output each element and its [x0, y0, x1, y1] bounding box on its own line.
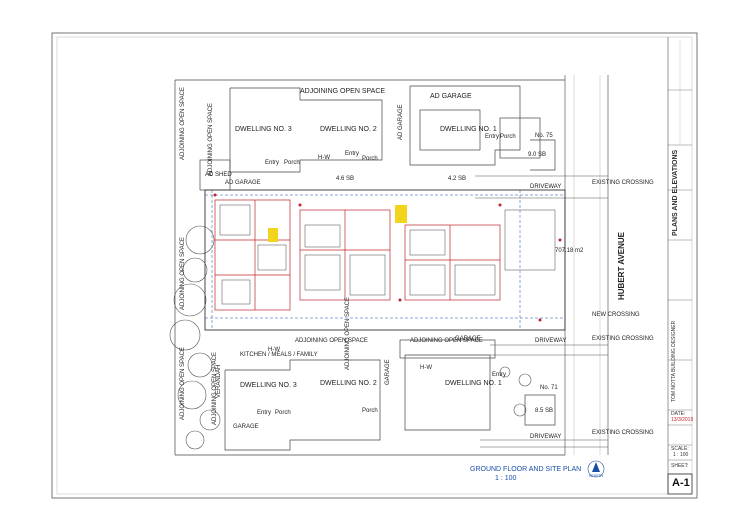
label-verandah: VERANDAH [216, 364, 222, 398]
proposed-dwelling-2 [299, 209, 391, 301]
label-garage-bottom: GARAGE [233, 424, 259, 430]
plan-scale: 1 : 100 [495, 475, 517, 482]
label-sb-4: 8.5 SB [535, 408, 554, 414]
label-garage-vert: GARAGE [385, 359, 391, 385]
site-boundary [204, 189, 566, 331]
label-existing-crossing-top: EXISTING CROSSING [592, 180, 654, 186]
label-sb-1: 4.6 SB [336, 176, 355, 182]
sheet-border [51, 32, 698, 499]
label-ad-shed: AD SHED [205, 172, 232, 178]
north-arrow-icon [587, 460, 605, 478]
scale-label: SCALE: [671, 446, 689, 452]
label-porch-top-2: Porch [284, 160, 300, 166]
label-dwelling-1-bottom: DWELLING NO. 1 [445, 380, 502, 387]
sheet-title: PLANS AND ELEVATIONS [672, 149, 679, 236]
north-label: NORTH [589, 473, 604, 478]
label-dwelling-3-top: DWELLING NO. 3 [235, 126, 292, 133]
label-sb-2: 4.2 SB [448, 176, 467, 182]
level-markers [213, 193, 562, 322]
label-driveway-top: DRIVEWAY [530, 184, 562, 190]
label-open-space-mid-2: ADJOINING OPEN SPACE [410, 338, 483, 344]
scale-value: 1 : 100 [673, 452, 689, 458]
label-ad-garage-left: AD GARAGE [225, 180, 261, 186]
plan-title: GROUND FLOOR AND SITE PLAN [470, 466, 582, 473]
label-dwelling-3-bottom: DWELLING NO. 3 [240, 382, 297, 389]
label-area: 707.18 m2 [555, 248, 584, 254]
label-garage-mid: GARAGE [455, 336, 481, 342]
label-no-75: No. 75 [535, 133, 553, 139]
yellow-bin-2 [395, 205, 407, 223]
label-open-space-vert-6: ADJOINING OPEN SPACE [345, 297, 351, 370]
bottom-neighbours [175, 339, 565, 456]
sheet-number: A-1 [672, 477, 690, 489]
label-dwelling-2-top: DWELLING NO. 2 [320, 126, 377, 133]
label-new-crossing: NEW CROSSING [592, 312, 640, 318]
label-entry-bottom-2: Entry [257, 410, 272, 416]
label-kitchen: KITCHEN / MEALS / FAMILY [240, 352, 318, 358]
label-open-space-vert-1: ADJOINING OPEN SPACE [180, 87, 186, 160]
designer-name: TOM NOTTA BUILDING DESIGNER [671, 320, 677, 402]
yellow-bin-3 [268, 228, 278, 242]
label-ad-garage-vert: AD GARAGE [398, 104, 404, 140]
label-hw-mid-2: H-W [420, 365, 432, 371]
date-label: DATE: [671, 411, 686, 417]
label-sb-3: 9.0 SB [528, 152, 547, 158]
label-porch-bottom-2: Porch [362, 408, 378, 414]
label-porch-top: Porch [500, 134, 516, 140]
inner-border [56, 36, 693, 495]
label-open-space-vert-3: ADJOINING OPEN SPACE [180, 237, 186, 310]
label-entry-top-3: Entry [345, 151, 360, 157]
label-driveway-bottom: DRIVEWAY [530, 434, 562, 440]
label-entry-bottom: Entry [492, 372, 507, 378]
label-hw-top: H-W [318, 155, 330, 161]
sheet-label: SHEET: [671, 463, 689, 469]
label-open-space-mid: ADJOINING OPEN SPACE [295, 338, 368, 344]
label-porch-top-3: Porch [362, 156, 378, 162]
driveway-lines [475, 175, 608, 448]
label-open-space-top: ADJOINING OPEN SPACE [300, 88, 386, 95]
label-hw-mid: H-W [268, 347, 280, 353]
label-existing-crossing-bottom: EXISTING CROSSING [592, 430, 654, 436]
setback-lines [205, 190, 565, 330]
label-entry-top-2: Entry [265, 160, 280, 166]
label-driveway-mid: DRIVEWAY [535, 338, 567, 344]
label-no-71: No. 71 [540, 385, 558, 391]
date-value: 13/3/2019 [671, 417, 694, 423]
label-open-space-vert-2: ADJOINING OPEN SPACE [208, 103, 214, 176]
label-entry-top: Entry [485, 134, 500, 140]
label-dwelling-1-top: DWELLING NO. 1 [440, 126, 497, 133]
label-ad-garage-top: AD GARAGE [430, 93, 472, 100]
label-open-space-vert-4: ADJOINING OPEN SPACE [180, 347, 186, 420]
label-dwelling-2-bottom: DWELLING NO. 2 [320, 380, 377, 387]
street-name: HUBERT AVENUE [617, 231, 626, 300]
trees [169, 225, 532, 450]
label-existing-crossing-mid: EXISTING CROSSING [592, 336, 654, 342]
label-porch-bottom: Porch [275, 410, 291, 416]
proposed-dwelling-3 [214, 199, 291, 311]
proposed-dwelling-1 [404, 224, 501, 301]
